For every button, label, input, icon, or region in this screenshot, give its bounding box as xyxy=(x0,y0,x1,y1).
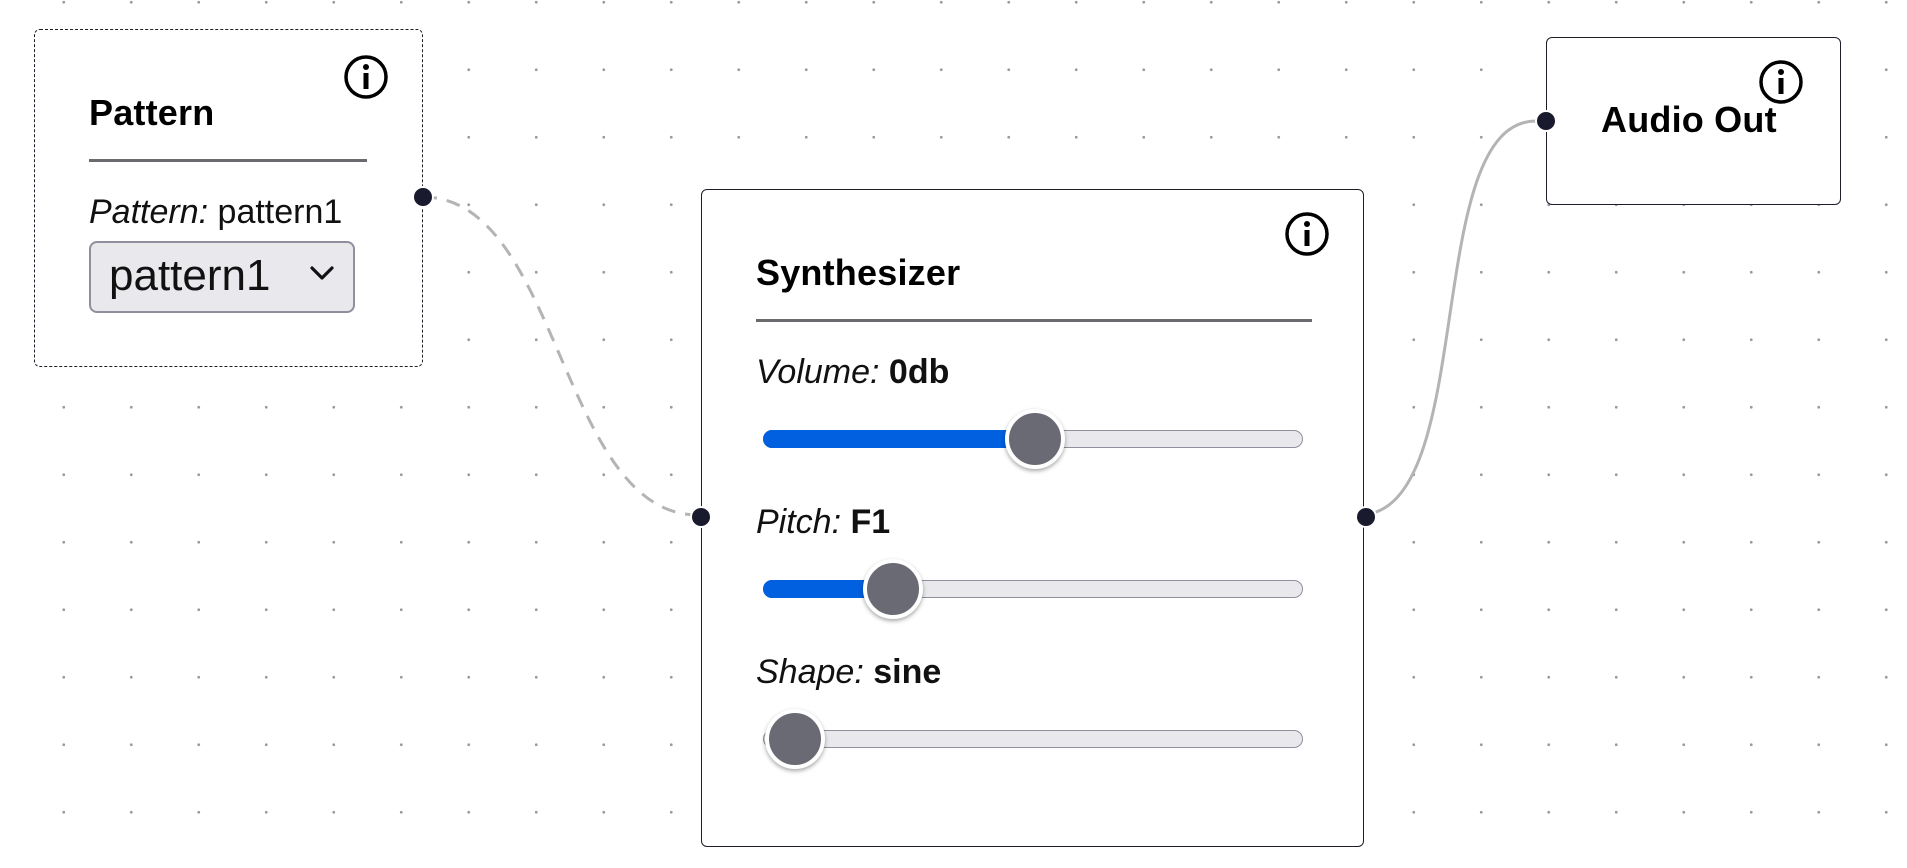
edge-synth-to-audio-out[interactable] xyxy=(1358,119,1537,517)
shape-slider[interactable] xyxy=(763,709,1303,769)
pattern-param-label: Pattern: pattern1 xyxy=(89,193,342,232)
select-value: pattern1 xyxy=(109,251,271,300)
slider-thumb[interactable] xyxy=(862,559,923,619)
info-icon[interactable] xyxy=(1758,59,1804,105)
volume-slider[interactable] xyxy=(763,409,1303,469)
edge-pattern-to-synth[interactable] xyxy=(422,195,699,517)
param-value: F1 xyxy=(850,503,891,541)
node-title: Pattern xyxy=(89,92,215,133)
shape-label: Shape: sine xyxy=(756,653,941,692)
pattern-output-handle[interactable] xyxy=(412,186,434,208)
param-key: Pitch: xyxy=(756,503,842,541)
slider-thumb[interactable] xyxy=(765,709,825,769)
node-title: Audio Out xyxy=(1601,99,1777,140)
node-title: Synthesizer xyxy=(756,252,961,293)
info-icon[interactable] xyxy=(343,54,389,100)
param-key: Volume: xyxy=(756,353,880,391)
audio-out-input-handle[interactable] xyxy=(1535,110,1557,132)
title-divider xyxy=(756,319,1312,322)
synth-output-handle[interactable] xyxy=(1355,506,1377,528)
param-value: pattern1 xyxy=(217,193,343,231)
pitch-label: Pitch: F1 xyxy=(756,503,890,542)
info-icon[interactable] xyxy=(1284,211,1330,257)
slider-fill xyxy=(763,430,1036,448)
param-value: 0db xyxy=(888,353,950,391)
param-value: sine xyxy=(873,653,942,691)
audio-out-node[interactable]: Audio Out xyxy=(1546,37,1841,205)
volume-label: Volume: 0db xyxy=(756,353,949,392)
param-key: Shape: xyxy=(756,653,864,691)
synth-input-handle[interactable] xyxy=(690,506,712,528)
synthesizer-node[interactable]: Synthesizer Volume: 0db Pitch: F1 Shape:… xyxy=(701,189,1364,847)
slider-thumb[interactable] xyxy=(1005,409,1066,469)
param-key: Pattern: xyxy=(89,193,209,231)
chevron-down-icon xyxy=(310,266,334,280)
title-divider xyxy=(89,159,367,162)
pitch-slider[interactable] xyxy=(763,559,1303,619)
pattern-select[interactable]: pattern1 xyxy=(89,241,355,313)
pattern-node[interactable]: Pattern Pattern: pattern1 pattern1 xyxy=(34,29,423,367)
slider-track xyxy=(763,730,1303,748)
slider-fill xyxy=(763,580,893,598)
